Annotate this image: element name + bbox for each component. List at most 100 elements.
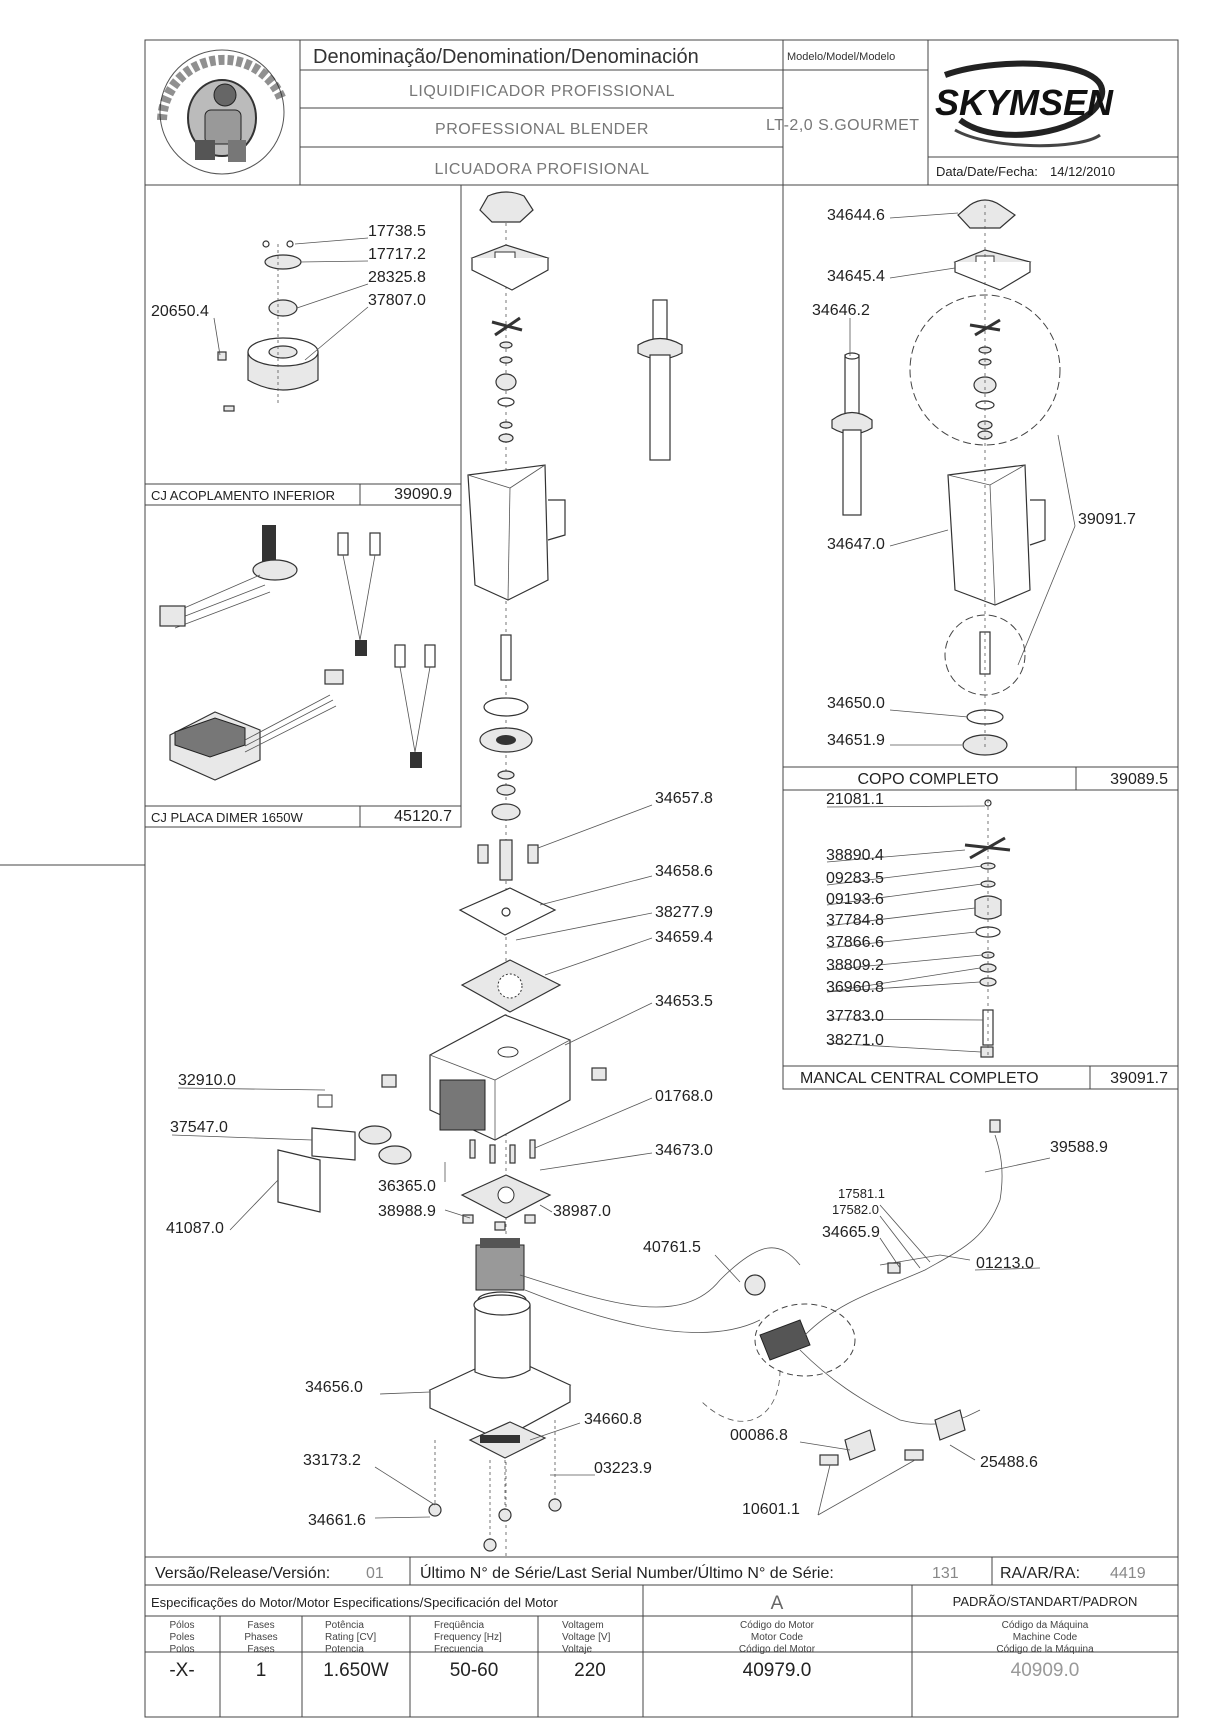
svg-text:Código da Máquina: Código da Máquina [1002, 1620, 1089, 1631]
part-label-39091-7-cup: 39091.7 [1078, 511, 1136, 528]
lower-coupling-name: CJ ACOPLAMENTO INFERIOR [151, 488, 335, 503]
value-motor-code: 40979.0 [743, 1660, 812, 1681]
svg-text:Machine Code: Machine Code [1013, 1632, 1078, 1643]
standard-value: A [771, 1593, 784, 1614]
part-label-38890-4: 38890.4 [826, 847, 884, 864]
value-phases: 1 [256, 1660, 267, 1681]
svg-text:Poles: Poles [169, 1632, 194, 1643]
dimmer-board-name: CJ PLACA DIMER 1650W [151, 810, 303, 825]
complete-cup-name: COPO COMPLETO [857, 771, 998, 788]
svg-text:Código do Motor: Código do Motor [740, 1620, 815, 1631]
svg-text:Polos: Polos [169, 1644, 194, 1655]
part-label-34660-8: 34660.8 [584, 1411, 642, 1428]
lower-coupling-panel: CJ ACOPLAMENTO INFERIOR 39090.9 17738.5 … [144, 184, 462, 506]
date-value: 14/12/2010 [1050, 164, 1115, 179]
version-value: 01 [366, 1565, 384, 1582]
svg-text:Voltagem: Voltagem [562, 1620, 604, 1631]
part-label-33173-2: 33173.2 [303, 1452, 361, 1469]
col-phases-header: Fases Phases Fases [244, 1620, 277, 1655]
lower-coupling-code: 39090.9 [394, 486, 452, 503]
value-poles: -X- [169, 1660, 194, 1681]
part-label-37784-8: 37784.8 [826, 912, 884, 929]
part-label-34657-8: 34657.8 [655, 790, 713, 807]
part-label-09193-6: 09193.6 [826, 891, 884, 908]
part-label-38809-2: 38809.2 [826, 957, 884, 974]
dimmer-board-code: 45120.7 [394, 808, 452, 825]
part-label-34673-0: 34673.0 [655, 1142, 713, 1159]
svg-text:Fases: Fases [247, 1620, 274, 1631]
motor-spec-label: Especificações do Motor/Motor Especifica… [151, 1595, 558, 1610]
part-label-20650-4: 20650.4 [151, 303, 209, 320]
part-label-38271-0: 38271.0 [826, 1032, 884, 1049]
part-label-34645-4: 34645.4 [827, 268, 885, 285]
complete-cup-code: 39089.5 [1110, 771, 1168, 788]
part-label-01768-0: 01768.0 [655, 1088, 713, 1105]
standard-label: PADRÃO/STANDART/PADRON [953, 1594, 1138, 1609]
part-label-34661-6: 34661.6 [308, 1512, 366, 1529]
serial-label: Último N° de Série/Last Serial Number/Úl… [420, 1563, 834, 1582]
authorized-service-seal [157, 49, 287, 175]
svg-text:Freqüência: Freqüência [434, 1620, 484, 1631]
part-label-34644-6: 34644.6 [827, 207, 885, 224]
part-label-00086-8: 00086.8 [730, 1427, 788, 1444]
denomination-title: Denominação/Denomination/Denominación [313, 46, 699, 68]
value-voltage: 220 [574, 1660, 606, 1681]
col-motor-code-header: Código do Motor Motor Code Código del Mo… [739, 1620, 816, 1655]
part-label-34651-9: 34651.9 [827, 732, 885, 749]
svg-text:Fases: Fases [247, 1644, 274, 1655]
part-label-36365-0: 36365.0 [378, 1178, 436, 1195]
col-frequency-header: Freqüência Frequency [Hz] Frecuencia [434, 1620, 502, 1655]
part-label-37783-0: 37783.0 [826, 1008, 884, 1025]
brand-logo [943, 60, 1106, 148]
svg-text:Código de la Máquina: Código de la Máquina [996, 1644, 1094, 1655]
model-label: Modelo/Model/Modelo [787, 51, 895, 63]
svg-text:Motor Code: Motor Code [751, 1632, 804, 1643]
part-label-40761-5: 40761.5 [643, 1239, 701, 1256]
part-label-36960-8: 36960.8 [826, 979, 884, 996]
main-exploded-view: 34657.8 34658.6 38277.9 34659.4 34653.5 … [166, 191, 1108, 1560]
part-label-37866-6: 37866.6 [826, 934, 884, 951]
complete-cup-panel: COPO COMPLETO 39089.5 [782, 184, 1179, 791]
col-power-header: Potência Rating [CV] Potencia [325, 1620, 376, 1655]
part-label-10601-1: 10601.1 [742, 1501, 800, 1518]
part-label-17738-5: 17738.5 [368, 223, 426, 240]
part-label-38277-9: 38277.9 [655, 904, 713, 921]
value-frequency: 50-60 [450, 1660, 499, 1681]
part-label-28325-8: 28325.8 [368, 269, 426, 286]
svg-text:Código del Motor: Código del Motor [739, 1644, 816, 1655]
brand-name: SKYMSEN [935, 82, 1114, 123]
part-label-03223-9: 03223.9 [594, 1460, 652, 1477]
part-label-34665-9: 34665.9 [822, 1224, 880, 1241]
part-label-39588-9: 39588.9 [1050, 1139, 1108, 1156]
part-label-34658-6: 34658.6 [655, 863, 713, 880]
part-label-09283-5: 09283.5 [826, 870, 884, 887]
part-label-41087-0: 41087.0 [166, 1220, 224, 1237]
title-block: Denominação/Denomination/Denominación LI… [145, 40, 1178, 186]
part-label-21081-1: 21081.1 [826, 791, 884, 808]
svg-text:Pólos: Pólos [169, 1620, 194, 1631]
svg-text:Potência: Potência [325, 1620, 364, 1631]
svg-text:Voltaje: Voltaje [562, 1644, 592, 1655]
value-power: 1.650W [323, 1660, 389, 1681]
ra-label: RA/AR/RA: [1000, 1565, 1080, 1582]
part-label-34650-0: 34650.0 [827, 695, 885, 712]
part-label-34646-2: 34646.2 [812, 302, 870, 319]
svg-text:Potencia: Potencia [325, 1644, 364, 1655]
svg-text:Rating [CV]: Rating [CV] [325, 1632, 376, 1643]
part-label-01213-0: 01213.0 [976, 1255, 1034, 1272]
central-bearing-panel: MANCAL CENTRAL COMPLETO 39091.7 21081.1 … [782, 789, 1179, 1090]
ra-value: 4419 [1110, 1565, 1146, 1582]
part-label-38987-0: 38987.0 [553, 1203, 611, 1220]
model-value: LT-2,0 S.GOURMET [766, 117, 920, 134]
part-label-17717-2: 17717.2 [368, 246, 426, 263]
part-label-34653-5: 34653.5 [655, 993, 713, 1010]
part-label-34659-4: 34659.4 [655, 929, 713, 946]
dimmer-board-panel: CJ PLACA DIMER 1650W 45120.7 [144, 504, 462, 828]
part-label-38988-9: 38988.9 [378, 1203, 436, 1220]
part-label-32910-0: 32910.0 [178, 1072, 236, 1089]
part-label-37547-0: 37547.0 [170, 1119, 228, 1136]
part-label-17582-0: 17582.0 [832, 1202, 879, 1217]
name-en: PROFESSIONAL BLENDER [435, 121, 649, 138]
name-pt: LIQUIDIFICADOR PROFISSIONAL [409, 83, 675, 100]
